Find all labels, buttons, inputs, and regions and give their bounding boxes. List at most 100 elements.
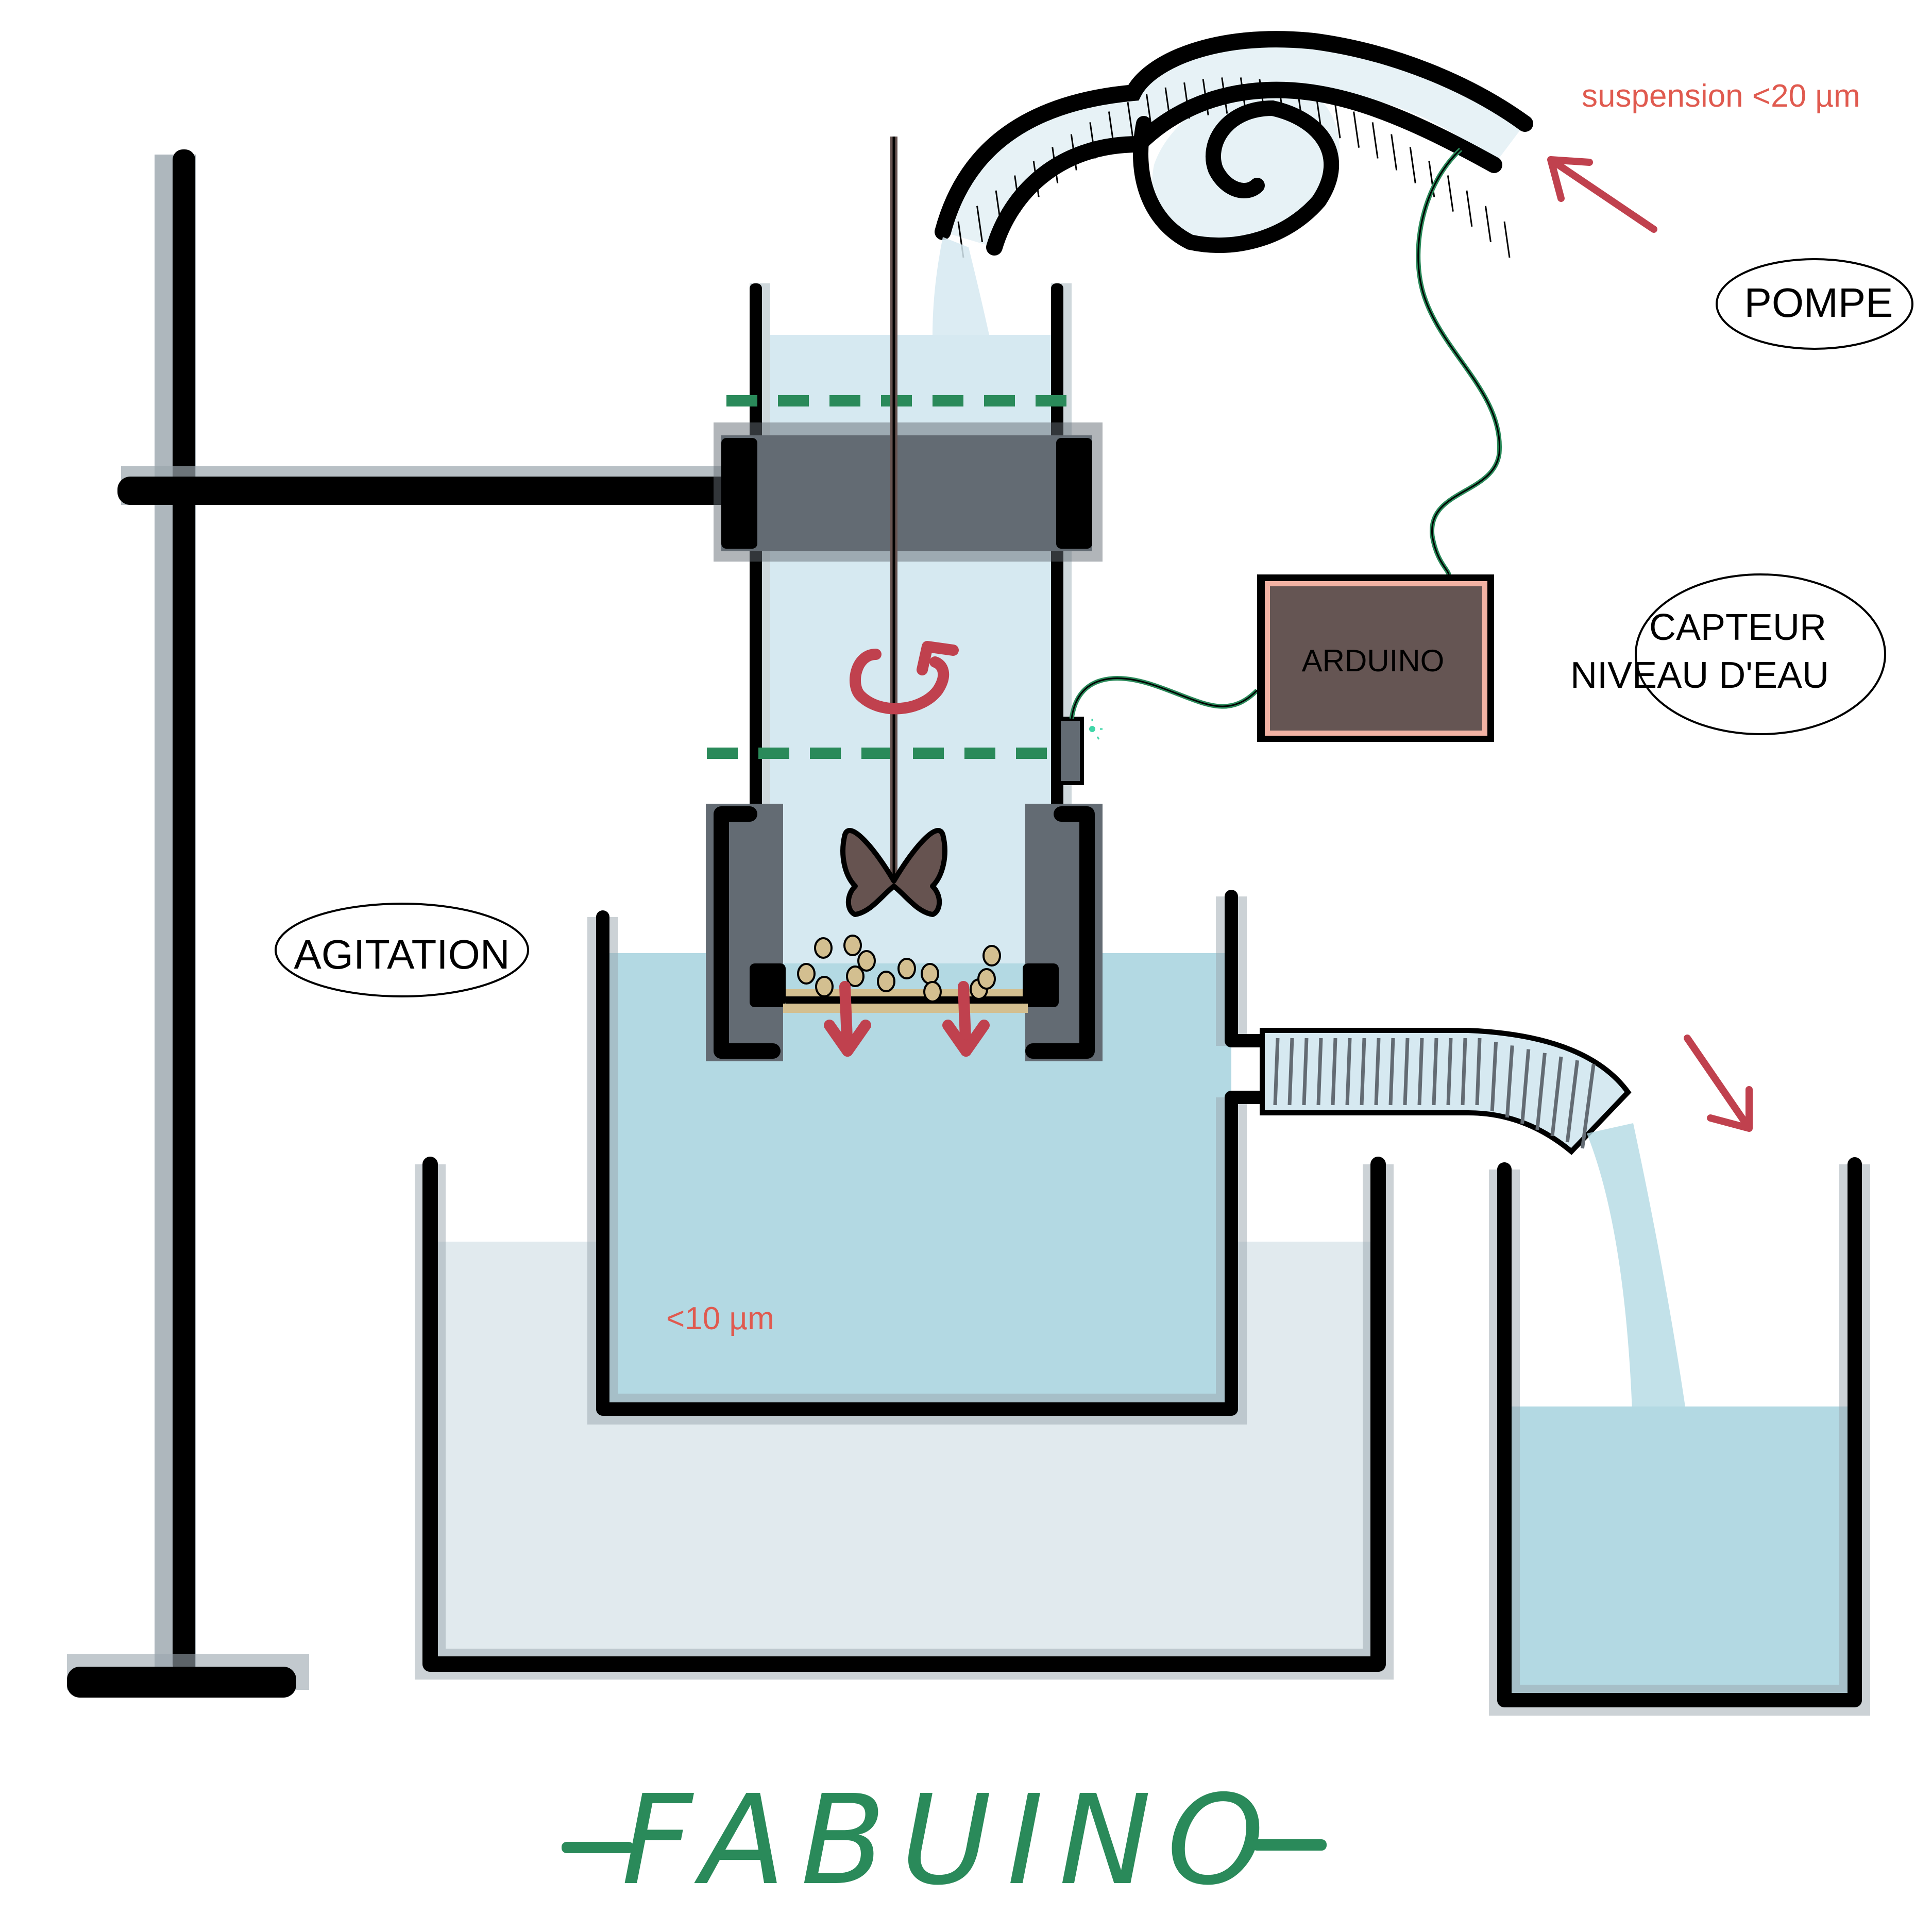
page-title: FABUINO [621,1768,1280,1912]
arduino-label: ARDUINO [1302,643,1445,678]
filtrate-container [587,890,1269,1425]
pump-hose-outline-inner [986,81,1502,256]
sensor-led-icon [1089,719,1103,740]
filtrate-size-label: <10 µm [666,1301,774,1336]
stirrer-propeller [840,828,947,917]
hose-rib [1202,79,1209,115]
hose-rib [1475,1038,1482,1106]
filter-membrane-bottom [783,1004,1028,1013]
filtrate-container-outline [596,890,1269,1416]
filter-block-right [1023,963,1059,1007]
sensor-label-line1: CAPTEUR [1649,607,1826,648]
hose-rib [1409,147,1416,183]
agitation-label: AGITATION [294,931,510,977]
pump-hose [933,31,1533,335]
sediment-particle [877,971,895,992]
rotation-arrow-icon [850,641,959,715]
sediment-particle [797,963,816,985]
hose-rib [1374,1038,1381,1106]
filter-holder-outline-right [1025,806,1095,1059]
hose-rib [1127,102,1134,139]
filter-membrane [786,996,1023,1004]
column-clamp-left-jaw [721,438,757,549]
hose-rib [1070,134,1077,171]
water-level-sensor [1057,717,1084,785]
pump-hose-outline-outer [935,31,1533,240]
outflow-arrow-icon [1684,1035,1753,1132]
hose-rib [1550,1056,1563,1137]
pump-label: POMPE [1744,280,1893,326]
pump-label-bubble: POMPE [1716,258,1913,350]
hose-rib [1565,1060,1580,1143]
sediment-particle [843,935,862,956]
sensor-label-bubble: CAPTEUR NIVEAU D'EAU [1570,573,1886,735]
collection-water [1504,1406,1855,1700]
collection-beaker [1489,1157,1870,1716]
sensor-wire [1069,676,1259,719]
hose-rib [1273,1038,1280,1106]
flow-arrow-left [824,981,871,1057]
pump-hose-body [943,39,1525,247]
hose-rib [1432,1038,1438,1106]
hose-rib [1032,161,1040,197]
sediment-particle [982,945,1001,967]
sediment-particle [921,963,939,985]
title-dash-right [1252,1839,1327,1851]
agitation-label-ellipse [275,903,529,997]
filtrate-water [603,953,1231,1409]
hose-rib [1334,102,1341,139]
hose-rib [1296,87,1303,124]
hose-rib [1331,1038,1337,1106]
pump-flow-arrow-icon [1547,156,1657,233]
column-clamp-right-jaw [1056,438,1092,549]
suspension-label: suspension <20 µm [1582,78,1860,114]
agitation-label-bubble: AGITATION [275,903,529,997]
hose-rib [1221,77,1228,114]
hose-rib [1490,1042,1498,1112]
hose-rib [1520,1049,1531,1124]
collection-beaker-outline [1497,1157,1862,1707]
sediment-particles [797,935,1001,1003]
sensor-label-line2: NIVEAU D'EAU [1570,655,1829,696]
hose-rib [1447,175,1454,212]
hose-rib [1316,1038,1323,1106]
hose-rib [1461,1038,1467,1106]
title-group: FABUINO [562,1768,1327,1912]
column-clamp [721,435,1092,551]
hose-rib [1388,1038,1395,1106]
hose-rib [1417,1038,1424,1106]
hose-rib [1183,82,1191,119]
hose-rib [1345,1038,1352,1106]
sediment-particle [923,981,942,1003]
filter-block-left [750,963,786,1007]
outer-basin-outline [422,1157,1386,1672]
flow-arrow-right [942,981,990,1057]
filter-holder-outline-left [714,806,781,1059]
stirrer [840,137,959,917]
stand-rod [173,149,195,1674]
arduino-board: ARDUINO [1257,574,1494,742]
hose-rib [1580,1063,1596,1149]
filter-column [706,283,1103,1061]
hose-rib [1240,77,1247,114]
sediment-particle [857,950,876,972]
hose-rib [1535,1053,1547,1130]
hose-rib [1146,94,1153,130]
stand-base [67,1667,296,1698]
inlet-water-stream [933,237,989,335]
hose-rib [1371,122,1379,159]
clamp-arm [117,477,751,505]
sediment-particle [846,965,865,987]
hose-rib [1484,206,1492,242]
hose-rib [1302,1038,1309,1106]
hose-rib [1259,79,1266,115]
sediment-particle [977,968,996,990]
sensor-wire-core [1071,677,1258,719]
hose-rib [976,206,984,242]
pump-coil [1133,100,1340,253]
hose-rib [1353,111,1360,148]
hose-rib [1014,175,1021,212]
hose-rib [1503,221,1511,258]
pump-label-ellipse [1716,258,1913,350]
hose-rib [1360,1038,1366,1106]
